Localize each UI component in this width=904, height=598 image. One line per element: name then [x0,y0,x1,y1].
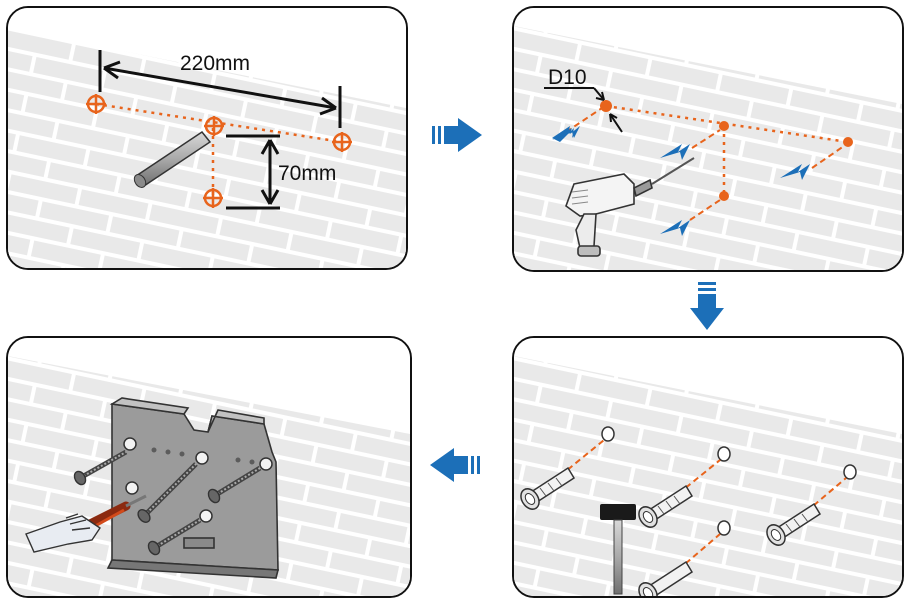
mounting-bracket-icon [106,397,280,579]
width-dimension [98,50,342,128]
height-label: 70mm [278,162,336,185]
hole-mark-bottom [203,188,223,208]
screw-icon [73,449,128,486]
hole-mark-left [86,94,106,114]
hammer-icon [600,504,636,595]
drilled-hole [843,137,853,147]
drilled-hole [719,121,729,131]
direction-arrows [552,126,810,236]
anchor-plug-icon [638,560,694,596]
drilled-hole [600,100,612,112]
height-dimension [226,134,280,210]
step-mark-holes-panel: 220mm 70mm [6,6,408,270]
hand-icon [25,513,101,553]
step-insert-anchors-panel [512,336,904,598]
flow-arrow-icon [432,118,482,152]
hole-mark-center [204,116,224,136]
flow-arrow-icon [430,448,480,482]
hole-mark-right [332,132,352,152]
flow-arrow-icon [690,282,724,330]
screw-icon [147,517,202,556]
width-label: 220mm [180,52,250,75]
pencil-icon [133,130,212,188]
drilled-hole [719,191,729,201]
diameter-callout [544,87,623,133]
screw-icon [137,462,198,523]
step-drill-holes-panel: D10 [512,6,904,272]
anchor-plug-icon [638,484,694,528]
drill-icon [565,157,695,257]
diameter-label: D10 [548,66,587,89]
screw-icon [207,465,262,504]
step-fix-bracket-panel [6,336,412,598]
anchor-plug-icon [520,466,576,510]
anchor-plug-icon [766,502,822,546]
